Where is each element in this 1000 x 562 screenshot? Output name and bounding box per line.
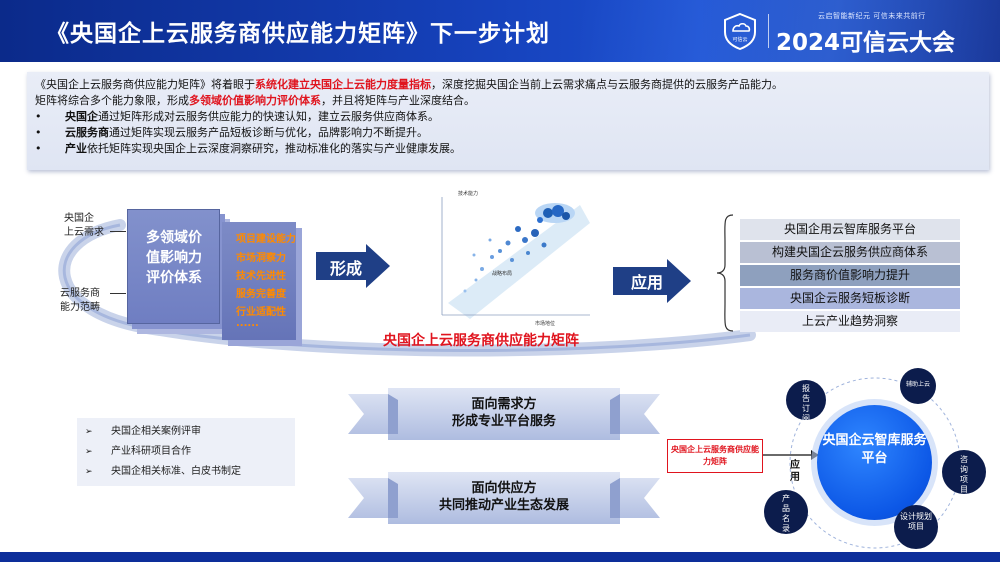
application-item: 服务商价值影响力提升 [740, 265, 960, 286]
capability-item: 市场洞察力 [236, 253, 286, 264]
bottom-list-item: ➢央国企相关标准、白皮书制定 [85, 466, 241, 477]
intro-bullet: •央国企通过矩阵形成对云服务供应能力的快速认知，建立云服务供应商体系。 [35, 110, 439, 123]
capability-item: 项目建设能力 [236, 234, 296, 245]
satellite-consult [942, 450, 986, 494]
bottom-list-item: ➢产业科研项目合作 [85, 446, 191, 457]
bracket-icon [716, 214, 734, 332]
capability-item: 技术先进性 [236, 271, 286, 282]
platform-arrow-icon [763, 450, 819, 460]
header-shine [580, 0, 1000, 62]
satellite-product-text: 产品名录 [782, 494, 790, 533]
apply-label: 应用 [631, 273, 664, 292]
apply-small-label: 应用 [790, 460, 800, 483]
satellite-design [894, 505, 938, 549]
apply-arrow-icon [613, 259, 691, 303]
evaluation-card-title: 多领域价值影响力评价体系 [146, 230, 202, 286]
capability-list-card [222, 222, 296, 340]
evaluation-card [127, 209, 220, 324]
satellite-design-text: 设计规划项目 [900, 512, 932, 531]
logo-divider [768, 14, 769, 48]
input-arrow [110, 231, 126, 232]
input-label-demand: 央国企上云需求 [64, 213, 104, 238]
scatter-mid-label: 战略布局 [492, 270, 512, 277]
form-arrow-icon [316, 244, 390, 288]
input-label-capability: 云服务商能力范畴 [60, 288, 100, 313]
capability-matrix-scatter: 技术能力 市场地位 战略布局 [441, 190, 590, 327]
cloud-shield-logo-icon: 可信云 [724, 12, 756, 50]
satellite-consult-text: 咨询项目 [960, 455, 968, 494]
ribbon-demand-text: 面向需求方形成专业平台服务 [451, 397, 556, 429]
input-arrow [110, 293, 126, 294]
form-label: 形成 [330, 259, 363, 278]
scatter-y-label: 技术能力 [458, 190, 478, 197]
application-item: 构建央国企云服务供应商体系 [740, 242, 960, 263]
scatter-x-label: 市场地位 [535, 320, 555, 327]
capability-item: 服务完善度 [236, 289, 286, 300]
logo-text: 可信云 [732, 36, 747, 43]
application-item: 央国企云服务短板诊断 [740, 288, 960, 309]
intro-bullet: •产业依托矩阵实现央国企上云深度洞察研究，推动标准化的落实与产业健康发展。 [35, 142, 461, 155]
capability-item: 行业适配性 [236, 307, 286, 318]
intro-bullet: •云服务商通过矩阵实现云服务产品短板诊断与优化，品牌影响力不断提升。 [35, 126, 428, 139]
application-item: 央国企用云智库服务平台 [740, 219, 960, 240]
intro-line-1: 《央国企上云服务商供应能力矩阵》将着眼于系统化建立央国企上云能力度量指标，深度挖… [35, 78, 783, 91]
ribbon-demand [348, 388, 660, 440]
satellite-report [786, 380, 826, 420]
conference-title: 2024可信云大会 [776, 30, 956, 56]
slogan: 云启智能新纪元 可信未来共前行 [818, 12, 926, 20]
platform-circle [817, 405, 932, 520]
satellite-report-text: 报告订阅 [802, 384, 810, 423]
bottom-list: ➢央国企相关案例评审 ➢产业科研项目合作 ➢央国企相关标准、白皮书制定 [77, 418, 295, 486]
satellite-assist [900, 368, 936, 404]
page-title: 《央国企上云服务商供应能力矩阵》下一步计划 [46, 21, 550, 47]
platform-center-text: 央国企云智库服务平台 [822, 433, 927, 466]
capability-item: ...... [236, 318, 259, 329]
matrix-source-box: 央国企上云服务商供应能力矩阵 [667, 439, 763, 473]
footer-bar [0, 552, 1000, 562]
satellite-assist-text: 辅助上云 [905, 381, 930, 388]
application-item: 上云产业趋势洞察 [740, 311, 960, 332]
header-bar: 《央国企上云服务商供应能力矩阵》下一步计划 可信云 云启智能新纪元 可信未来共前… [0, 0, 1000, 62]
ribbon-supply-text: 面向供应方共同推动产业生态发展 [438, 481, 569, 513]
matrix-title: 央国企上云服务商供应能力矩阵 [383, 333, 579, 349]
intro-box: 《央国企上云服务商供应能力矩阵》将着眼于系统化建立央国企上云能力度量指标，深度挖… [27, 72, 989, 170]
ribbon-supply [348, 472, 660, 524]
bottom-list-item: ➢央国企相关案例评审 [85, 426, 201, 437]
intro-line-2: 矩阵将综合多个能力象限，形成多领域价值影响力评价体系，并且将矩阵与产业深度结合。 [35, 94, 475, 107]
satellite-product [764, 490, 808, 534]
